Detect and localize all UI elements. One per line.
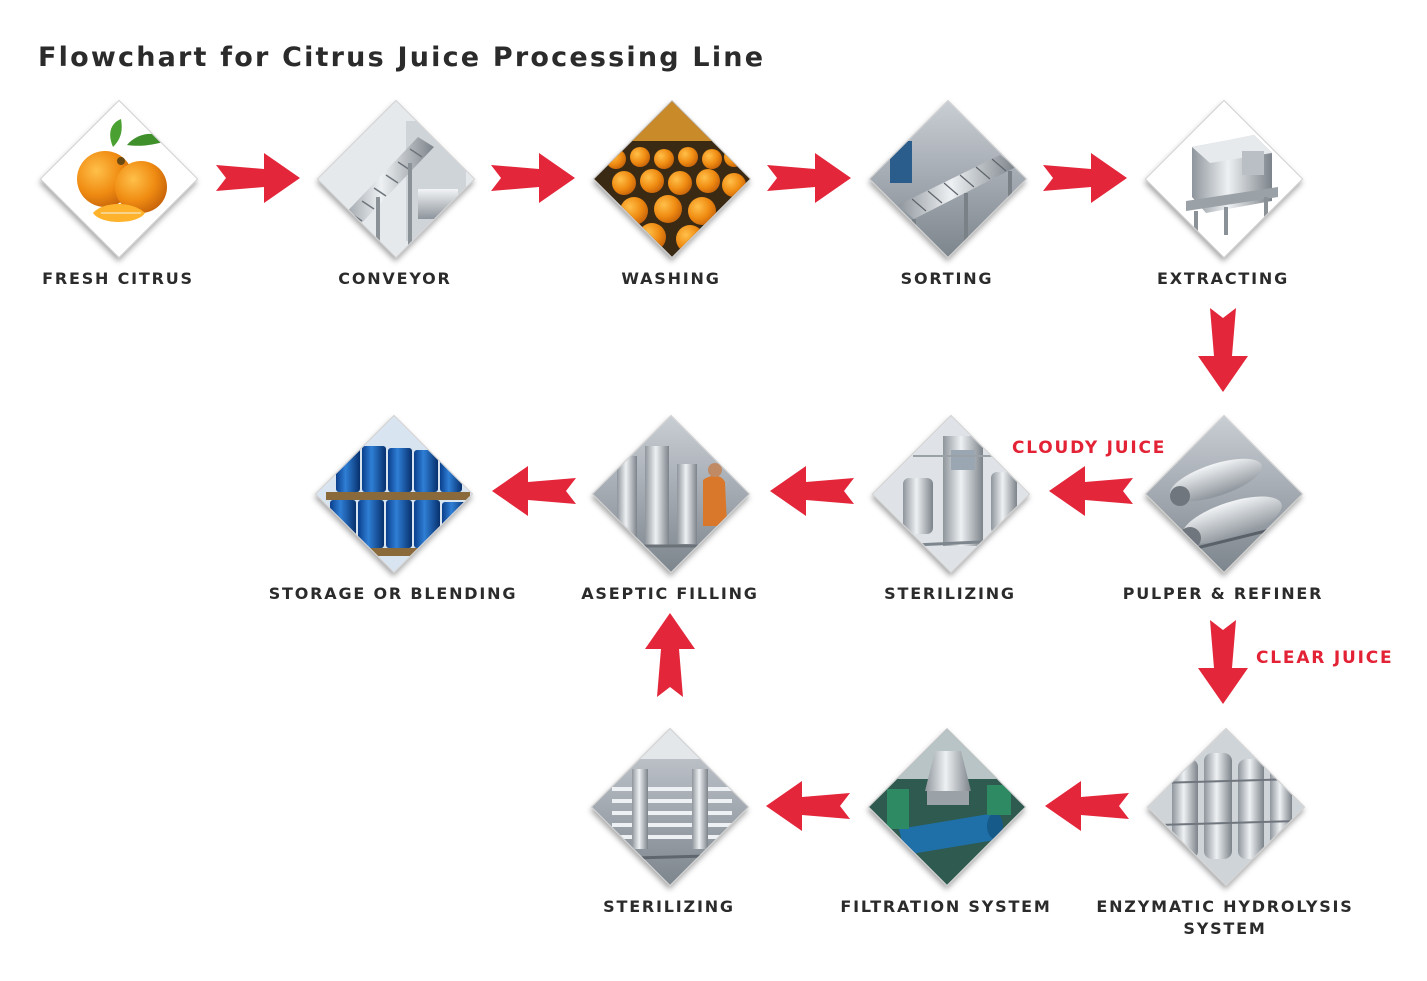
step-extracting: EXTRACTING	[1144, 99, 1304, 288]
step-label: STERILIZING	[603, 897, 735, 916]
arrow-right-icon	[767, 153, 851, 203]
arrow-down-icon	[1198, 620, 1248, 704]
cloudy-juice-label: CLOUDY JUICE	[1012, 438, 1167, 458]
enzymatic-tanks-image	[1146, 727, 1306, 887]
tube-sterilizer-image	[590, 727, 750, 887]
step-label: STERILIZING	[884, 584, 1016, 603]
clear-juice-label: CLEAR JUICE	[1256, 648, 1394, 668]
step-storage-blending: STORAGE OR BLENDING	[269, 414, 515, 603]
arrow-up-icon	[645, 613, 695, 697]
filtration-centrifuge-image	[867, 727, 1027, 887]
arrow-left-icon	[1045, 781, 1129, 831]
aseptic-filler-image	[591, 414, 751, 574]
step-label: CONVEYOR	[338, 269, 452, 288]
sorting-machine-image	[868, 99, 1028, 259]
blue-drums-image	[314, 414, 474, 574]
step-enzymatic-hydrolysis: ENZYMATIC HYDROLYSIS SYSTEM	[1096, 727, 1352, 938]
arrow-left-icon	[770, 466, 854, 516]
step-conveyor: CONVEYOR	[316, 99, 476, 288]
step-aseptic-filling: ASEPTIC FILLING	[581, 414, 757, 603]
step-label: SORTING	[900, 269, 994, 288]
arrow-down-icon	[1198, 308, 1248, 392]
arrow-left-icon	[766, 781, 850, 831]
step-filtration-system: FILTRATION SYSTEM	[840, 727, 1050, 916]
step-sterilizing-2: STERILIZING	[590, 727, 750, 916]
citrus-fruit-image	[39, 99, 199, 259]
step-label: STORAGE OR BLENDING	[268, 584, 518, 603]
step-sorting: SORTING	[868, 99, 1028, 288]
step-label-line2: SYSTEM	[1183, 919, 1267, 938]
step-sterilizing-1: STERILIZING	[871, 414, 1031, 603]
step-label: ASEPTIC FILLING	[581, 584, 759, 603]
sterilizer-image	[871, 414, 1031, 574]
step-label: WASHING	[621, 269, 721, 288]
step-label: PULPER & REFINER	[1122, 584, 1324, 603]
step-pulper-refiner: PULPER & REFINER	[1123, 414, 1321, 603]
step-label: FILTRATION SYSTEM	[840, 897, 1052, 916]
step-washing: WASHING	[592, 99, 752, 288]
step-fresh-citrus: FRESH CITRUS	[39, 99, 199, 288]
extractor-machine-image	[1144, 99, 1304, 259]
conveyor-machine-image	[316, 99, 476, 259]
step-label: FRESH CITRUS	[42, 269, 194, 288]
pulper-refiner-image	[1144, 414, 1304, 574]
arrow-right-icon	[216, 153, 300, 203]
arrow-left-icon	[492, 466, 576, 516]
arrow-right-icon	[491, 153, 575, 203]
arrow-left-icon	[1049, 466, 1133, 516]
washing-oranges-image	[592, 99, 752, 259]
step-label: EXTRACTING	[1156, 269, 1289, 288]
page-title: Flowchart for Citrus Juice Processing Li…	[38, 42, 766, 73]
step-label: ENZYMATIC HYDROLYSIS	[1096, 897, 1354, 916]
arrow-right-icon	[1043, 153, 1127, 203]
